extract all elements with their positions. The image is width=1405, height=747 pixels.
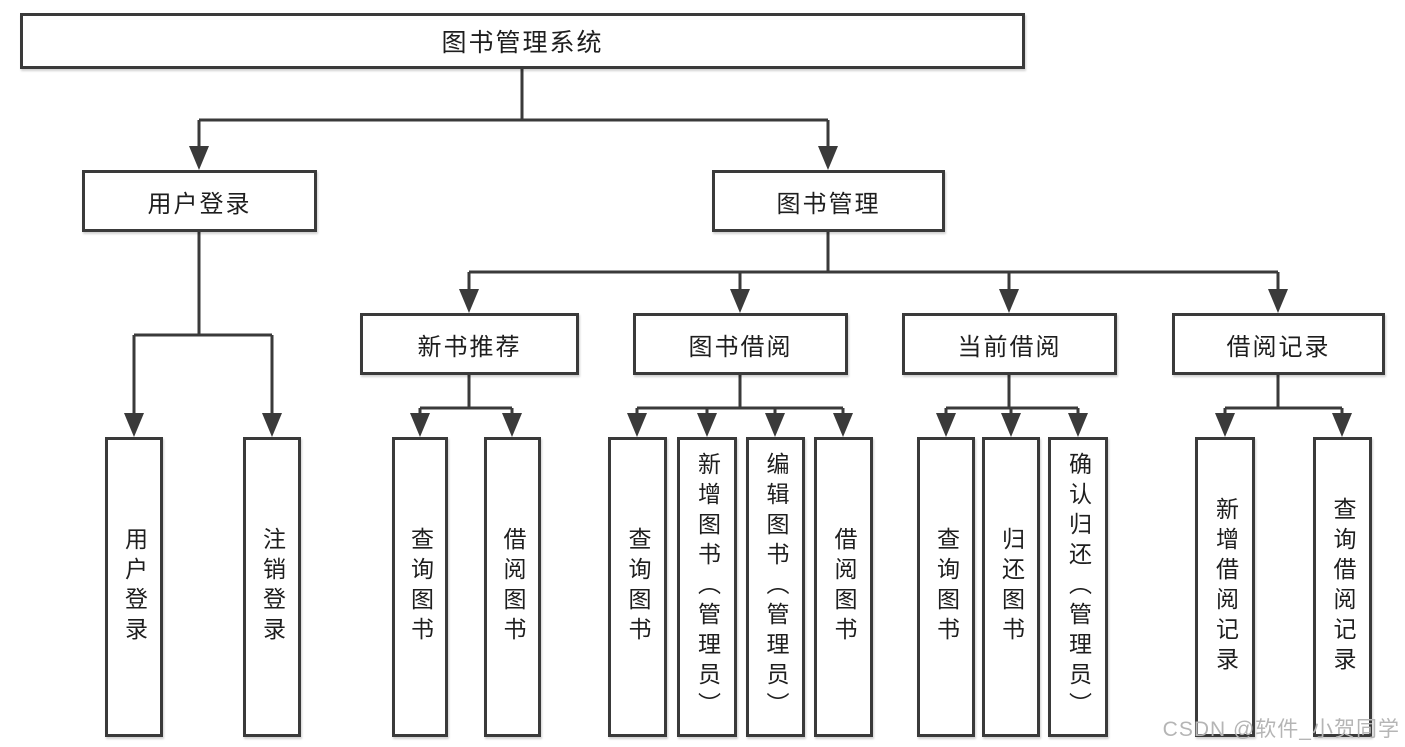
leaf-newbook-borrow-books: 借阅图书 bbox=[484, 437, 541, 737]
node-library-system: 图书管理系统 bbox=[20, 13, 1025, 69]
leaf-records-add-record-label: 新增借阅记录 bbox=[1212, 497, 1239, 677]
leaf-current-return-books: 归还图书 bbox=[982, 437, 1040, 737]
leaf-current-query-books-label: 查询图书 bbox=[933, 527, 960, 647]
leaf-logout: 注销登录 bbox=[243, 437, 301, 737]
leaf-borrow-add-books-admin-label: 新增图书（管理员） bbox=[694, 452, 721, 722]
leaf-borrow-query-books: 查询图书 bbox=[608, 437, 667, 737]
node-library-system-label: 图书管理系统 bbox=[441, 29, 604, 57]
node-user-login-branch-label: 用户登录 bbox=[147, 190, 252, 218]
leaf-borrow-add-books-admin: 新增图书（管理员） bbox=[677, 437, 737, 737]
leaf-newbook-borrow-books-label: 借阅图书 bbox=[500, 527, 526, 647]
leaf-logout-label: 注销登录 bbox=[259, 527, 286, 647]
leaf-borrow-edit-books-admin: 编辑图书（管理员） bbox=[746, 437, 805, 737]
leaf-borrow-query-books-label: 查询图书 bbox=[625, 527, 651, 647]
node-book-borrowing-label: 图书借阅 bbox=[688, 333, 793, 361]
node-borrowing-records-label: 借阅记录 bbox=[1226, 333, 1331, 361]
node-borrowing-records: 借阅记录 bbox=[1172, 313, 1385, 375]
leaf-newbook-query-books-label: 查询图书 bbox=[407, 527, 434, 647]
node-book-borrowing: 图书借阅 bbox=[633, 313, 848, 375]
csdn-watermark: CSDN @软件_小贺同学 bbox=[1162, 718, 1400, 741]
leaf-user-login-label: 用户登录 bbox=[121, 527, 148, 647]
leaf-current-query-books: 查询图书 bbox=[917, 437, 975, 737]
leaf-current-confirm-return-admin: 确认归还（管理员） bbox=[1048, 437, 1108, 737]
leaf-current-return-books-label: 归还图书 bbox=[998, 527, 1025, 647]
leaf-borrow-edit-books-admin-label: 编辑图书（管理员） bbox=[763, 452, 789, 722]
leaf-borrow-borrow-books: 借阅图书 bbox=[814, 437, 873, 737]
leaf-records-add-record: 新增借阅记录 bbox=[1195, 437, 1255, 737]
node-new-book-recommendation: 新书推荐 bbox=[360, 313, 579, 375]
leaf-user-login: 用户登录 bbox=[105, 437, 163, 737]
node-current-borrowing-label: 当前借阅 bbox=[957, 333, 1062, 361]
leaf-newbook-query-books: 查询图书 bbox=[392, 437, 448, 737]
leaf-records-query-record-label: 查询借阅记录 bbox=[1330, 497, 1356, 677]
node-user-login-branch: 用户登录 bbox=[82, 170, 317, 232]
node-book-management-branch-label: 图书管理 bbox=[776, 190, 881, 218]
leaf-current-confirm-return-admin-label: 确认归还（管理员） bbox=[1065, 452, 1092, 722]
arrowheads bbox=[124, 146, 1352, 437]
node-current-borrowing: 当前借阅 bbox=[902, 313, 1117, 375]
node-new-book-recommendation-label: 新书推荐 bbox=[417, 333, 522, 361]
leaf-records-query-record: 查询借阅记录 bbox=[1313, 437, 1372, 737]
node-book-management-branch: 图书管理 bbox=[712, 170, 945, 232]
leaf-borrow-borrow-books-label: 借阅图书 bbox=[831, 527, 857, 647]
